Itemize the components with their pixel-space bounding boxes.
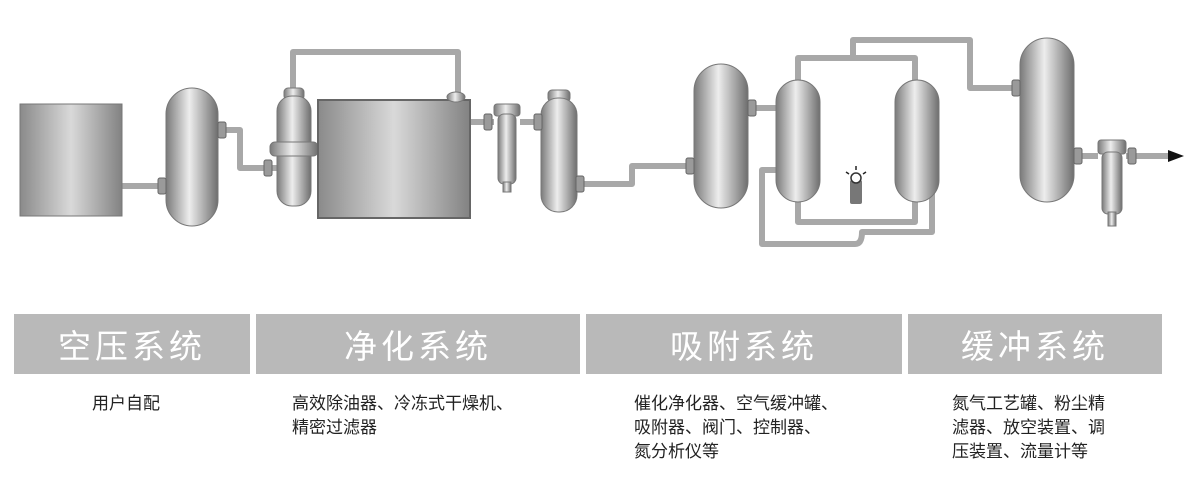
section-bar-purification: 净化系统	[256, 314, 580, 374]
adsorber-b	[894, 79, 940, 203]
desc-line: 高效除油器、冷冻式干燥机、	[292, 394, 513, 414]
section-title: 缓冲系统	[961, 327, 1109, 366]
air-receiver	[165, 87, 219, 227]
indicator-lamp-icon	[845, 166, 867, 204]
refrigerated-dryer	[317, 91, 471, 219]
desc-line: 催化净化器、空气缓冲罐、	[634, 394, 838, 414]
desc-line: 氮分析仪等	[634, 442, 719, 462]
section-desc-purification: 高效除油器、冷冻式干燥机、 精密过滤器	[292, 392, 513, 440]
section-title: 净化系统	[344, 327, 492, 366]
process-flow-diagram	[19, 37, 1184, 247]
adsorber-a	[775, 79, 821, 203]
pipe-adsorber-bottom-loop-outer	[759, 167, 935, 247]
air-buffer-tank	[693, 63, 749, 209]
desc-line: 用户自配	[92, 394, 160, 414]
pipe-flanges	[157, 79, 1137, 195]
pipe-adsorber-to-product-tank	[850, 37, 1020, 91]
pipe-adsorber-top-manifold	[795, 55, 918, 80]
section-bar-buffer: 缓冲系统	[908, 314, 1162, 374]
filter-vessel	[540, 89, 578, 213]
dust-filter	[1097, 139, 1127, 227]
oil-remover	[269, 87, 319, 207]
desc-line: 氮气工艺罐、粉尘精	[952, 394, 1105, 414]
pipe-vessel-to-air-tank	[575, 163, 694, 187]
section-desc-adsorption: 催化净化器、空气缓冲罐、 吸附器、阀门、控制器、 氮分析仪等	[634, 392, 838, 464]
pipe-top-loop	[290, 49, 461, 94]
section-bar-adsorption: 吸附系统	[586, 314, 902, 374]
section-bar-air-compression: 空压系统	[14, 314, 250, 374]
precision-filter	[493, 103, 521, 193]
section-title: 空压系统	[58, 327, 206, 366]
section-desc-buffer: 氮气工艺罐、粉尘精 滤器、放空装置、调 压装置、流量计等	[952, 392, 1105, 464]
outlet-arrow-icon	[1168, 150, 1184, 162]
desc-line: 压装置、流量计等	[952, 442, 1088, 462]
section-desc-air-compression: 用户自配	[92, 392, 160, 416]
pipe-receiver-to-oil-remover	[218, 127, 278, 171]
pipe-adsorber-bottom-loop-inner	[795, 200, 918, 225]
nitrogen-product-tank	[1019, 37, 1075, 203]
air-compressor-tank	[19, 103, 123, 217]
section-title: 吸附系统	[670, 327, 818, 366]
desc-line: 精密过滤器	[292, 418, 377, 438]
desc-line: 滤器、放空装置、调	[952, 418, 1105, 438]
desc-line: 吸附器、阀门、控制器、	[634, 418, 821, 438]
